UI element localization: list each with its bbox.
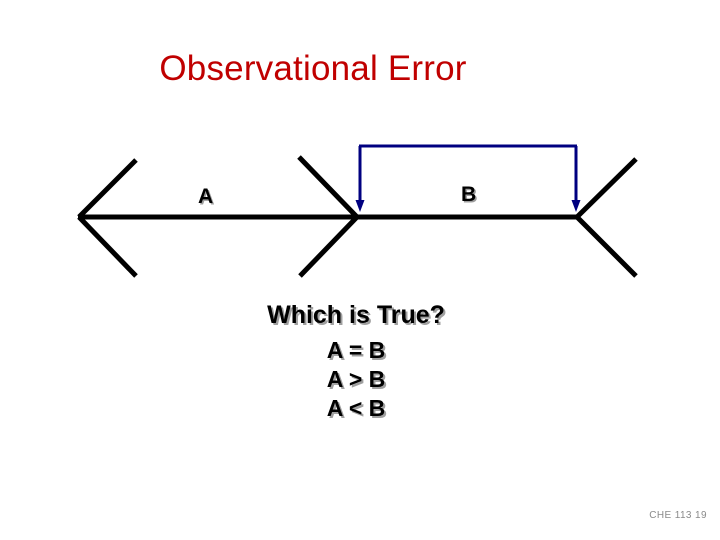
middle-fin-lower: [298, 215, 359, 278]
question-block: Which is True? A = B A > B A < B: [0, 300, 716, 423]
segment-label-a: A: [198, 185, 214, 208]
bracket-right-arrowhead: [571, 200, 581, 212]
question-heading: Which is True?: [267, 301, 445, 329]
left-fin-lower: [77, 215, 138, 278]
slide-footer-note: CHE 113 19: [649, 510, 707, 521]
question-option-greater[interactable]: A > B: [326, 366, 386, 392]
middle-fin-upper: [297, 155, 359, 219]
bracket-left-arrowhead: [355, 200, 365, 212]
segment-label-b: B: [461, 183, 477, 206]
page-title: Observational Error: [159, 49, 467, 88]
question-option-equal[interactable]: A = B: [326, 337, 386, 363]
left-fin-upper: [77, 158, 138, 219]
right-fin-lower: [575, 215, 638, 278]
question-option-less[interactable]: A < B: [326, 395, 386, 421]
right-fin-upper: [575, 157, 638, 219]
